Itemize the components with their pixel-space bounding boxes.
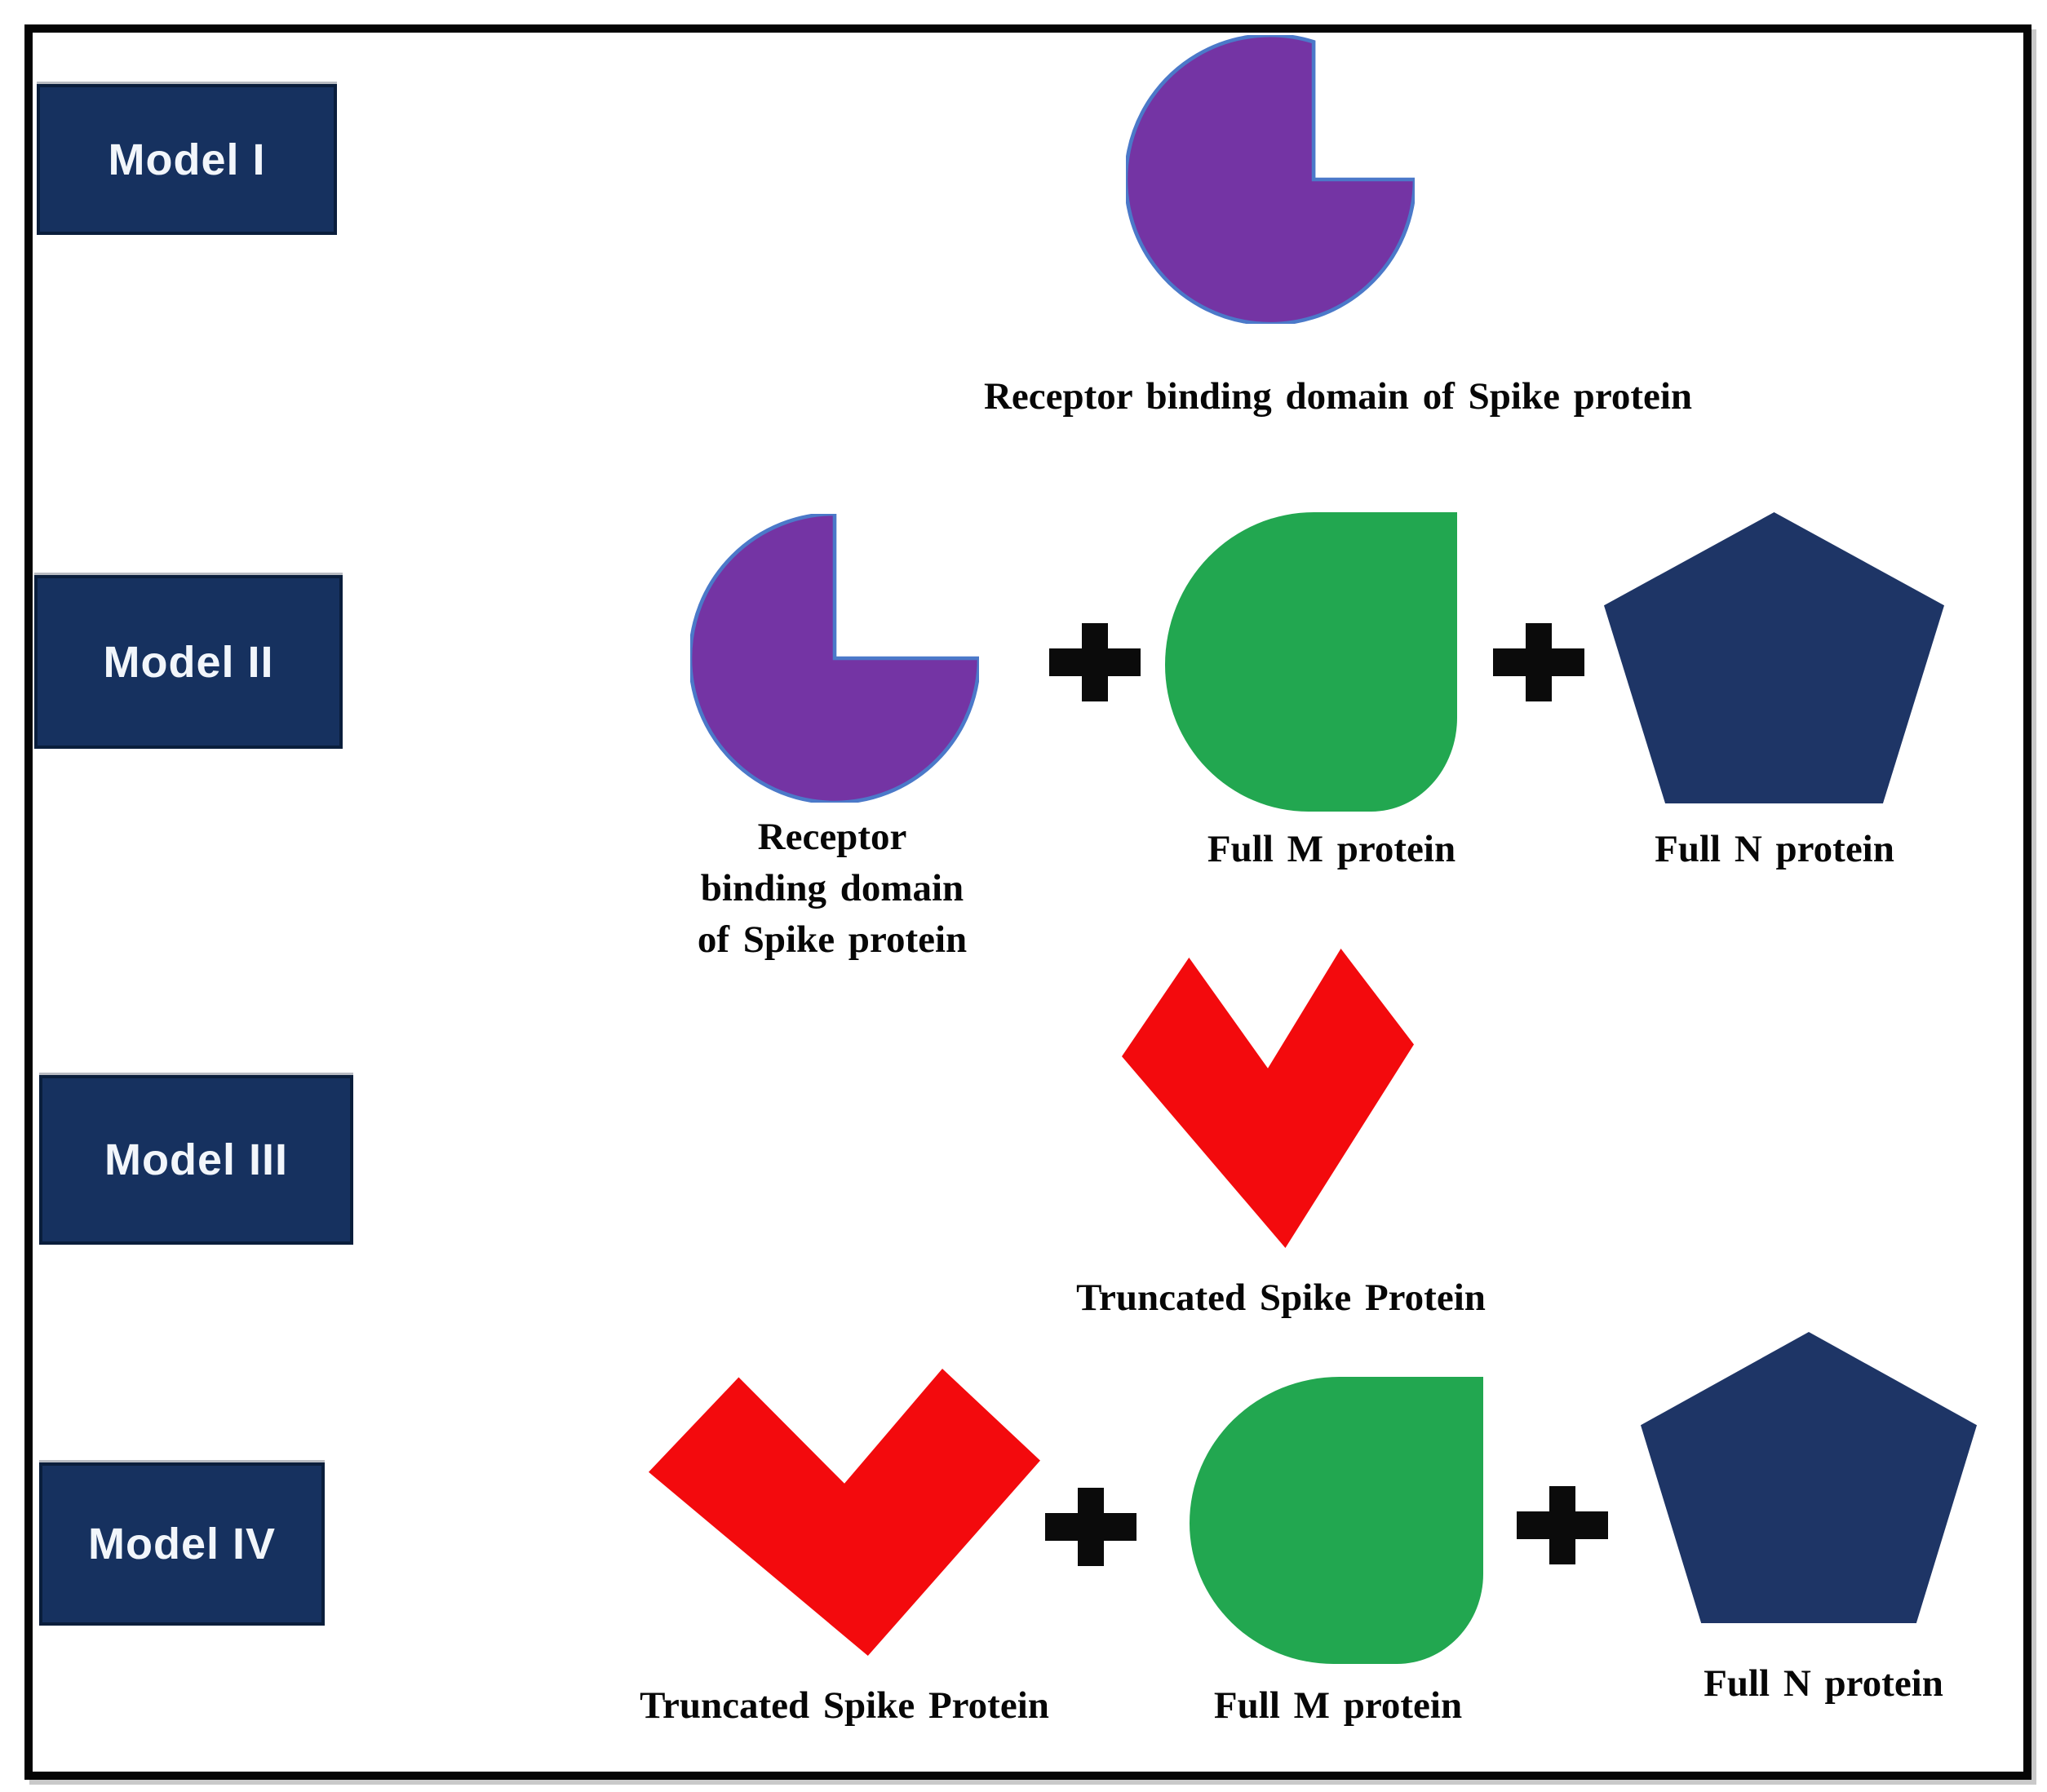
n-protein-caption-model-ii: Full N protein bbox=[1655, 828, 1894, 870]
plus-horizontal-bar bbox=[1049, 648, 1141, 676]
plus-icon bbox=[1045, 1488, 1136, 1566]
m-protein-teardrop-shape-model-iv bbox=[1190, 1377, 1483, 1664]
rbd-pacman-shape-model-ii bbox=[690, 514, 979, 803]
plus-horizontal-bar bbox=[1045, 1513, 1136, 1541]
rbd-pacman-icon bbox=[1126, 35, 1415, 324]
rbd-caption-line-1: Receptor bbox=[757, 816, 907, 858]
m-protein-caption-model-ii: Full M protein bbox=[1207, 828, 1456, 870]
m-protein-teardrop-shape-model-ii bbox=[1165, 512, 1457, 812]
truncated-spike-caption-model-iv: Truncated Spike Protein bbox=[640, 1684, 1049, 1727]
model-iv-label-box: Model IV bbox=[39, 1462, 325, 1626]
model-i-label-box: Model I bbox=[37, 84, 337, 235]
rbd-pacman-shape-model-i bbox=[1126, 35, 1415, 324]
model-iii-label-box: Model III bbox=[39, 1075, 353, 1245]
model-i-label: Model I bbox=[108, 135, 266, 184]
plus-icon bbox=[1049, 623, 1141, 701]
rbd-pacman-icon bbox=[690, 514, 979, 803]
truncated-spike-caption-model-iii: Truncated Spike Protein bbox=[1076, 1277, 1486, 1319]
plus-icon bbox=[1517, 1486, 1608, 1564]
n-protein-caption-model-iv: Full N protein bbox=[1704, 1662, 1943, 1705]
plus-horizontal-bar bbox=[1517, 1511, 1608, 1539]
rbd-caption-model-ii: Receptor binding domain of Spike protein bbox=[547, 812, 1118, 966]
m-protein-caption-model-iv: Full M protein bbox=[1213, 1684, 1463, 1727]
plus-horizontal-bar bbox=[1493, 648, 1584, 676]
rbd-caption-line-3: of Spike protein bbox=[697, 918, 968, 961]
model-ii-label-box: Model II bbox=[34, 575, 343, 749]
model-iv-label: Model IV bbox=[87, 1520, 276, 1569]
rbd-caption-line-2: binding domain bbox=[700, 867, 964, 909]
plus-icon bbox=[1493, 623, 1584, 701]
rbd-caption-model-i: Receptor binding domain of Spike protein bbox=[983, 375, 1693, 418]
model-ii-label: Model II bbox=[103, 637, 274, 687]
model-iii-label: Model III bbox=[104, 1135, 288, 1184]
